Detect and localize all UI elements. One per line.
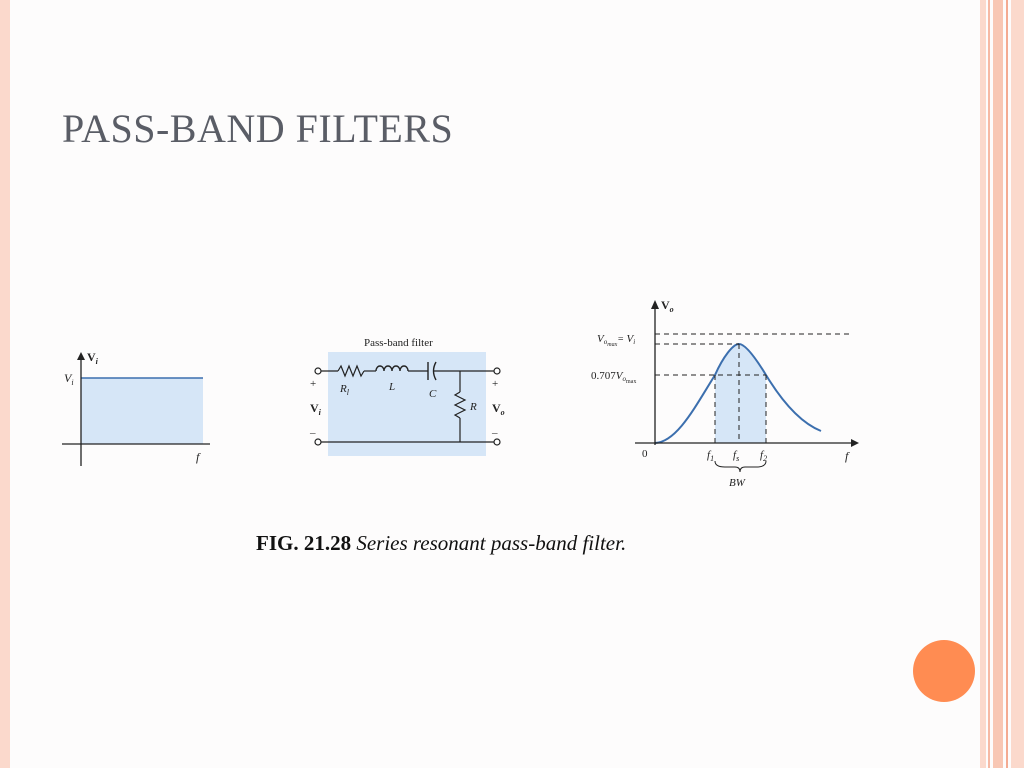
svg-text:Vi: Vi xyxy=(64,371,74,387)
input-x-label: f xyxy=(196,450,201,464)
response-curve-graph: Vo Vomax= Vi 0.707Vomax 0 f1 fs f2 BW f xyxy=(591,298,859,489)
response-y-arrow-icon xyxy=(651,300,659,309)
right-border xyxy=(980,0,1024,768)
rl-label: R xyxy=(339,383,347,395)
svg-text:Vomax= Vi: Vomax= Vi xyxy=(597,333,635,348)
figure-number: FIG. 21.28 xyxy=(256,531,352,555)
input-spectrum-graph: Vi Vi f xyxy=(62,350,210,466)
input-level-label: V xyxy=(64,371,73,385)
passband-shade xyxy=(715,344,766,443)
svg-text:f2: f2 xyxy=(760,449,767,463)
c-label: C xyxy=(429,388,437,400)
svg-text:Vo: Vo xyxy=(492,401,505,417)
response-x-label: f xyxy=(845,449,850,463)
figure-description: Series resonant pass-band filter. xyxy=(356,531,627,555)
input-y-arrow-icon xyxy=(77,352,85,360)
l-label: L xyxy=(388,381,395,393)
slide-title: PASS-BAND FILTERS xyxy=(62,106,454,151)
svg-text:f1: f1 xyxy=(707,449,714,463)
vi-label: V xyxy=(310,401,319,415)
f1-label: f xyxy=(707,449,712,461)
inductor-icon xyxy=(375,365,409,372)
circuit-title: Pass-band filter xyxy=(364,337,433,349)
r-label: R xyxy=(469,401,477,413)
left-border xyxy=(0,0,10,768)
svg-text:Vo: Vo xyxy=(661,298,674,314)
svg-text:Vi: Vi xyxy=(310,401,322,417)
half-power-prefix: 0.707 xyxy=(591,370,616,382)
vi-minus: – xyxy=(309,427,316,439)
vo-label: V xyxy=(492,401,501,415)
bw-brace xyxy=(714,460,767,473)
resistor-rl-icon xyxy=(337,364,365,378)
origin-label: 0 xyxy=(642,448,648,460)
vo-minus: – xyxy=(491,427,498,439)
figure-caption: FIG. 21.28 Series resonant pass-band fil… xyxy=(256,528,656,559)
output-terminal-bottom xyxy=(493,438,501,446)
svg-text:Vi: Vi xyxy=(87,350,99,366)
fs-label: f xyxy=(733,449,738,461)
response-y-label: V xyxy=(661,298,670,312)
f2-label: f xyxy=(760,449,765,461)
orange-circle-decoration xyxy=(913,640,975,702)
input-y-label: V xyxy=(87,350,96,364)
resistor-r-icon xyxy=(453,391,467,419)
pass-band-circuit: Pass-band filter Rl L C R + Vi – + Vo – xyxy=(309,337,505,456)
vmax-label: V xyxy=(597,333,605,345)
input-terminal-top xyxy=(314,367,322,375)
vo-plus: + xyxy=(492,378,498,390)
svg-text:0.707Vomax: 0.707Vomax xyxy=(591,370,636,385)
response-x-arrow-icon xyxy=(851,439,859,447)
input-spectrum-fill xyxy=(81,378,203,444)
input-terminal-bottom xyxy=(314,438,322,446)
svg-text:fs: fs xyxy=(733,449,739,463)
bw-label: BW xyxy=(729,477,746,489)
output-terminal-top xyxy=(493,367,501,375)
svg-text:Rl: Rl xyxy=(339,383,350,397)
vi-plus: + xyxy=(310,378,316,390)
